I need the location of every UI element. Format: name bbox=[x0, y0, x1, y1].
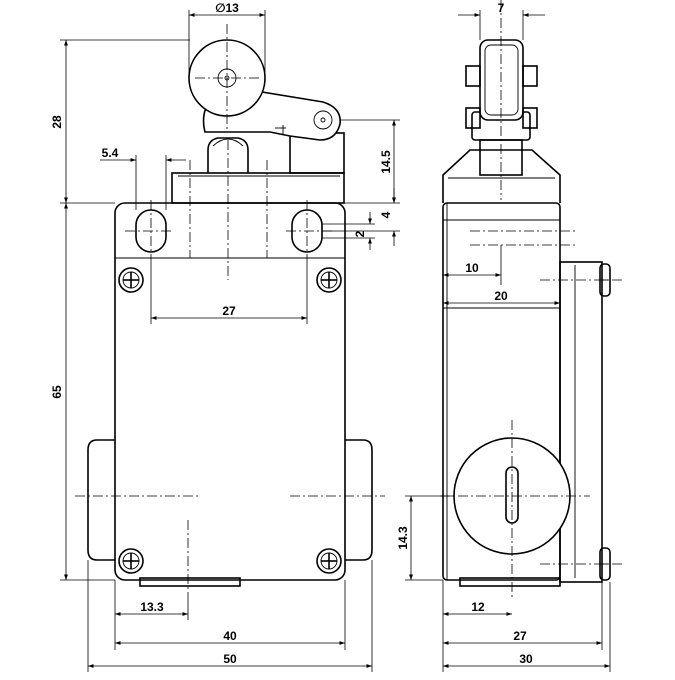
dim-hole-offset: 13.3 bbox=[140, 600, 164, 614]
left-boss bbox=[87, 439, 115, 561]
dim-conduit-height: 14.3 bbox=[396, 526, 410, 550]
dim-overall-width: 50 bbox=[223, 652, 237, 666]
axle-left-top bbox=[465, 65, 481, 87]
axle-right-top bbox=[522, 65, 538, 87]
bottom-tab bbox=[139, 577, 241, 587]
screw-bottom-left bbox=[118, 548, 144, 574]
plunger bbox=[207, 137, 249, 173]
dim-plunger-height: 14.5 bbox=[379, 150, 393, 174]
side-view bbox=[440, 0, 625, 600]
dim-depth-20: 20 bbox=[494, 289, 508, 303]
dim-roller-diameter: ∅13 bbox=[215, 1, 239, 15]
dim-lever-height: 28 bbox=[50, 115, 64, 129]
dim-overall-depth: 30 bbox=[519, 652, 533, 666]
right-boss bbox=[345, 439, 373, 561]
dim-slot-offset: 4 bbox=[379, 211, 393, 218]
dim-depth-10: 10 bbox=[465, 261, 479, 275]
dim-body-width: 40 bbox=[223, 629, 237, 643]
dim-body-depth: 27 bbox=[513, 629, 527, 643]
side-head bbox=[442, 149, 561, 203]
axle-right-bottom bbox=[522, 107, 538, 129]
side-dimensions: 7 10 20 14.3 12 27 30 bbox=[396, 1, 611, 672]
axle-left-bottom bbox=[465, 107, 481, 129]
dim-slot-small: 2 bbox=[353, 230, 367, 237]
screw-top-right bbox=[316, 267, 342, 293]
side-body bbox=[442, 202, 561, 581]
head-block bbox=[171, 172, 345, 204]
screw-top-left bbox=[118, 267, 144, 293]
dim-slot-width: 5.4 bbox=[102, 146, 119, 160]
side-roller bbox=[479, 39, 524, 121]
dim-roller-width: 7 bbox=[498, 1, 505, 15]
dim-body-height: 65 bbox=[50, 385, 64, 399]
side-bottom-tab bbox=[459, 577, 561, 587]
dim-slot-spacing: 27 bbox=[222, 304, 236, 318]
front-body bbox=[114, 202, 346, 581]
front-dimensions: ∅13 28 65 5.4 14.5 4 2 bbox=[50, 1, 400, 672]
dim-conduit-offset: 12 bbox=[471, 600, 485, 614]
lever-pivot bbox=[313, 110, 333, 130]
screw-bottom-right bbox=[316, 548, 342, 574]
front-view bbox=[75, 24, 385, 600]
cover-plate bbox=[559, 261, 603, 583]
